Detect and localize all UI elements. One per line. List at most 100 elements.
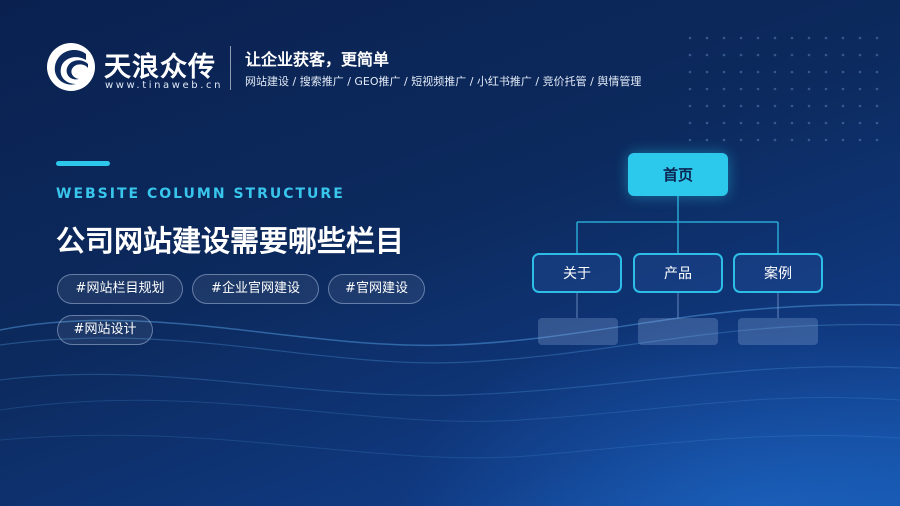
- services-list: 网站建设 / 搜索推广 / GEO推广 / 短视频推广 / 小红书推广 / 竞价…: [245, 75, 642, 88]
- dot: [824, 87, 828, 91]
- dot: [807, 87, 811, 91]
- dot: [824, 36, 828, 40]
- dot: [739, 87, 743, 91]
- tag-item: #官网建设: [328, 274, 425, 304]
- dot: [824, 70, 828, 74]
- dot: [739, 121, 743, 125]
- sitemap-node-home: 首页: [628, 153, 728, 196]
- dot: [875, 121, 879, 125]
- dot: [756, 104, 760, 108]
- sitemap-node-products: 产品: [633, 253, 723, 293]
- dot: [773, 138, 777, 142]
- tag-item: #企业官网建设: [192, 274, 319, 304]
- dot: [773, 104, 777, 108]
- dot: [875, 36, 879, 40]
- dot: [739, 36, 743, 40]
- page-title: 公司网站建设需要哪些栏目: [56, 224, 405, 258]
- dot: [824, 138, 828, 142]
- dot: [858, 36, 862, 40]
- dot: [705, 36, 709, 40]
- dot: [841, 121, 845, 125]
- dot: [875, 138, 879, 142]
- dot: [790, 104, 794, 108]
- sitemap-leaf-placeholder: [738, 318, 818, 345]
- dot: [688, 87, 692, 91]
- dot: [841, 36, 845, 40]
- dot: [688, 36, 692, 40]
- dot: [841, 104, 845, 108]
- dot: [722, 104, 726, 108]
- dot: [722, 53, 726, 57]
- dot: [705, 121, 709, 125]
- dot: [790, 36, 794, 40]
- dot: [688, 121, 692, 125]
- dot: [858, 138, 862, 142]
- dot: [688, 70, 692, 74]
- dot: [824, 104, 828, 108]
- accent-bar: [56, 161, 110, 166]
- dot: [858, 87, 862, 91]
- dot: [858, 104, 862, 108]
- dot: [807, 70, 811, 74]
- brand-url: www.tinaweb.cn: [105, 80, 224, 91]
- dot: [705, 87, 709, 91]
- dot: [841, 138, 845, 142]
- dot: [875, 53, 879, 57]
- dot: [824, 121, 828, 125]
- dot: [773, 121, 777, 125]
- header-divider: [230, 46, 231, 90]
- dot: [705, 104, 709, 108]
- dot: [807, 121, 811, 125]
- dot: [739, 53, 743, 57]
- dot: [688, 104, 692, 108]
- dot: [790, 53, 794, 57]
- dot: [824, 53, 828, 57]
- dot: [756, 87, 760, 91]
- dot: [722, 36, 726, 40]
- dot: [875, 70, 879, 74]
- dot: [756, 70, 760, 74]
- dot: [807, 138, 811, 142]
- dot: [875, 87, 879, 91]
- sitemap-leaf-placeholder: [638, 318, 718, 345]
- dot: [773, 87, 777, 91]
- dot: [790, 138, 794, 142]
- dot: [739, 70, 743, 74]
- tag-item: #网站设计: [57, 315, 153, 345]
- dot: [756, 121, 760, 125]
- dot: [739, 138, 743, 142]
- dot: [807, 53, 811, 57]
- dot: [790, 87, 794, 91]
- dot: [705, 53, 709, 57]
- dot: [773, 53, 777, 57]
- subtitle-en: WEBSITE COLUMN STRUCTURE: [56, 186, 345, 202]
- dot: [688, 138, 692, 142]
- dot: [790, 121, 794, 125]
- dot: [688, 53, 692, 57]
- dot: [875, 104, 879, 108]
- dot: [807, 36, 811, 40]
- dot: [807, 104, 811, 108]
- brand-logo-icon: [47, 43, 95, 91]
- dot: [858, 121, 862, 125]
- dot: [756, 53, 760, 57]
- dot: [756, 36, 760, 40]
- dot: [841, 87, 845, 91]
- dot: [790, 70, 794, 74]
- sitemap-node-cases: 案例: [733, 253, 823, 293]
- dot: [722, 121, 726, 125]
- dot: [739, 104, 743, 108]
- tag-item: #网站栏目规划: [57, 274, 183, 304]
- dot: [841, 53, 845, 57]
- sitemap-leaf-placeholder: [538, 318, 618, 345]
- dot: [722, 87, 726, 91]
- dot: [773, 70, 777, 74]
- dot: [722, 138, 726, 142]
- tagline: 让企业获客，更简单: [245, 50, 390, 69]
- dot: [756, 138, 760, 142]
- brand-name: 天浪众传: [104, 52, 216, 83]
